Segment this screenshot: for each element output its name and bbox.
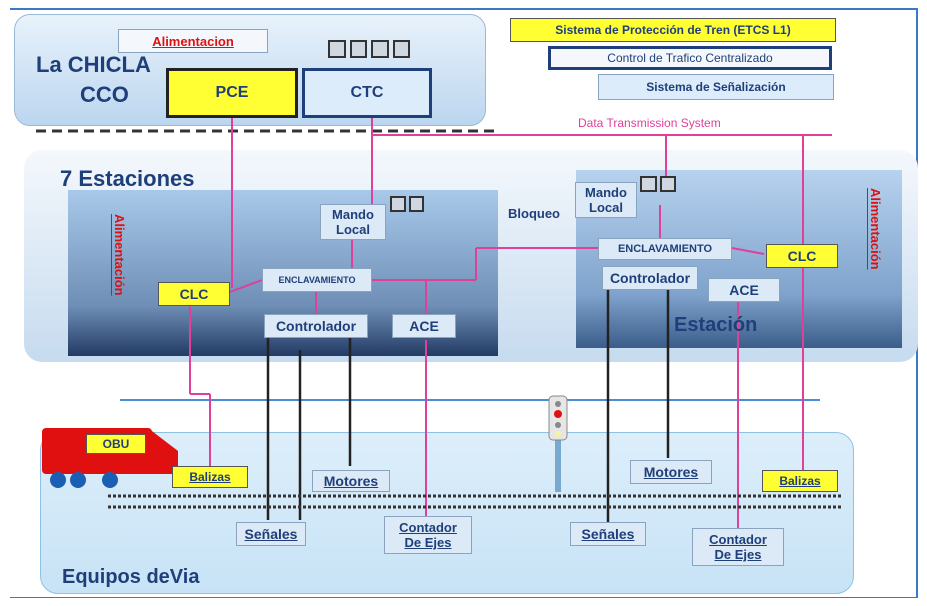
legend-etcs-text: Sistema de Protección de Tren (ETCS L1) xyxy=(555,23,790,37)
enclavamiento-right: ENCLAVAMIENTO xyxy=(598,238,732,260)
mando-local-right-line1: Mando xyxy=(585,185,627,200)
clc-right-label: CLC xyxy=(788,248,817,264)
ace-right: ACE xyxy=(708,278,780,302)
mando-local-left-line2: Local xyxy=(336,222,370,237)
contador-right: Contador De Ejes xyxy=(692,528,784,566)
computer-icon-left xyxy=(390,196,424,216)
ctc-box: CTC xyxy=(302,68,432,118)
balizas-left-label: Balizas xyxy=(189,470,230,484)
via-title: Equipos deVia xyxy=(62,566,199,589)
obu-label: OBU xyxy=(103,437,130,451)
legend-control: Control de Trafico Centralizado xyxy=(548,46,832,70)
legend-control-text: Control de Trafico Centralizado xyxy=(607,51,772,65)
ace-right-label: ACE xyxy=(729,282,759,298)
ace-left-label: ACE xyxy=(409,318,439,334)
balizas-left: Balizas xyxy=(172,466,248,488)
cco-alimentacion-text: Alimentacion xyxy=(152,34,234,49)
data-transmission-label: Data Transmission System xyxy=(578,116,721,130)
motores-right-label: Motores xyxy=(644,464,698,480)
computer-workstations-icon xyxy=(328,40,410,64)
clc-right: CLC xyxy=(766,244,838,268)
pce-box: PCE xyxy=(166,68,298,118)
ace-left: ACE xyxy=(392,314,456,338)
bloqueo-label: Bloqueo xyxy=(508,206,560,221)
motores-left: Motores xyxy=(312,470,390,492)
balizas-right-label: Balizas xyxy=(779,474,820,488)
mando-local-right: Mando Local xyxy=(575,182,637,218)
estaciones-alimentacion: Alimentación xyxy=(112,214,127,296)
controlador-left-label: Controlador xyxy=(276,318,356,334)
estacion-alimentacion: Alimentación xyxy=(868,188,883,270)
controlador-right: Controlador xyxy=(602,266,698,290)
computer-icon-right xyxy=(640,176,676,196)
senales-left: Señales xyxy=(236,522,306,546)
pce-label: PCE xyxy=(216,84,249,102)
clc-left-label: CLC xyxy=(180,286,209,302)
mando-local-left: Mando Local xyxy=(320,204,386,240)
contador-left-line1: Contador xyxy=(399,520,457,535)
motores-right: Motores xyxy=(630,460,712,484)
legend-senalizacion: Sistema de Señalización xyxy=(598,74,834,100)
controlador-right-label: Controlador xyxy=(610,270,690,286)
enclavamiento-left: ENCLAVAMIENTO xyxy=(262,268,372,292)
motores-left-label: Motores xyxy=(324,473,378,489)
contador-right-line1: Contador xyxy=(709,532,767,547)
contador-left-line2: De Ejes xyxy=(405,535,452,550)
legend-senalizacion-text: Sistema de Señalización xyxy=(646,80,785,94)
contador-left: Contador De Ejes xyxy=(384,516,472,554)
legend-etcs: Sistema de Protección de Tren (ETCS L1) xyxy=(510,18,836,42)
enclavamiento-left-label: ENCLAVAMIENTO xyxy=(278,275,355,285)
senales-left-label: Señales xyxy=(245,526,298,542)
senales-right: Señales xyxy=(570,522,646,546)
controlador-left: Controlador xyxy=(264,314,368,338)
estacion-title: Estación xyxy=(674,314,757,337)
estaciones-title: 7 Estaciones xyxy=(60,166,195,192)
contador-right-line2: De Ejes xyxy=(715,547,762,562)
balizas-right: Balizas xyxy=(762,470,838,492)
senales-right-label: Señales xyxy=(582,526,635,542)
cco-name-line1: La CHICLA xyxy=(36,52,151,78)
enclavamiento-right-label: ENCLAVAMIENTO xyxy=(618,243,712,255)
mando-local-right-line2: Local xyxy=(589,200,623,215)
cco-alimentacion-label: Alimentacion xyxy=(118,29,268,53)
obu-box: OBU xyxy=(86,434,146,454)
cco-name-line2: CCO xyxy=(80,82,129,108)
clc-left: CLC xyxy=(158,282,230,306)
ctc-label: CTC xyxy=(351,84,384,102)
mando-local-left-line1: Mando xyxy=(332,207,374,222)
